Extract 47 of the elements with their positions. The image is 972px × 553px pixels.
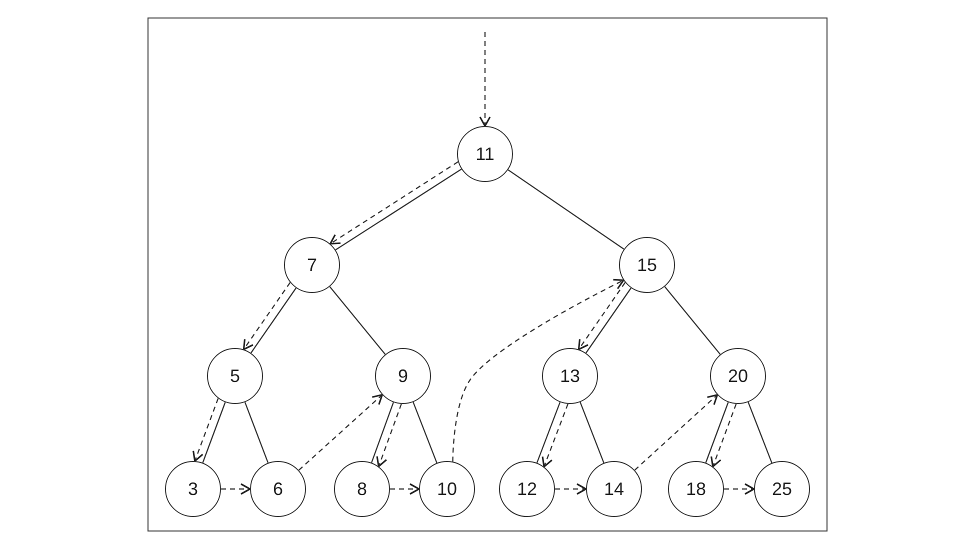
node-value: 3 (188, 478, 198, 500)
tree-edge (664, 286, 721, 355)
traversal-arrow (634, 394, 718, 471)
tree-edge (580, 402, 604, 464)
node-value: 7 (306, 254, 317, 276)
traversal-arrow (479, 32, 491, 127)
node-value: 20 (728, 366, 748, 386)
node-value: 8 (356, 478, 367, 500)
tree-edge (585, 288, 632, 354)
tree-edge (370, 402, 394, 463)
node-value: 5 (230, 366, 240, 386)
node-value: 15 (636, 254, 658, 276)
node-value: 10 (436, 478, 458, 500)
traversal-arrow (298, 394, 384, 471)
traversal-arrow (329, 161, 458, 245)
tree-edge (508, 169, 624, 250)
traversal-arrow (221, 483, 251, 495)
traversal-arrow (376, 404, 402, 468)
tree-edge (329, 286, 386, 355)
traversal-arrow (542, 404, 568, 468)
traversal-arrow (192, 398, 219, 462)
traversal-arrow (710, 404, 737, 468)
node-value: 13 (560, 366, 580, 386)
traversal-arrow (555, 483, 587, 495)
traversal-arrow (242, 282, 291, 350)
node-value: 6 (272, 478, 283, 500)
traversal-arrow (452, 278, 624, 462)
tree-node-circle (710, 348, 766, 404)
tree-edge (244, 402, 269, 464)
traversal-arrow (390, 483, 420, 495)
node-value: 18 (686, 478, 706, 500)
node-value: 11 (476, 144, 494, 164)
node-value: 12 (516, 478, 538, 500)
node-value: 9 (398, 366, 408, 386)
traversal-arrow (724, 483, 755, 495)
tree-edge (748, 402, 772, 464)
tree-edge (335, 168, 462, 250)
tree-node-circle (284, 237, 340, 293)
tree-edge (705, 402, 729, 463)
tree-edge (202, 402, 226, 463)
tree-edge (536, 402, 561, 464)
tree-edge (250, 288, 297, 354)
traversal-arrow (578, 282, 626, 350)
node-value: 14 (604, 478, 624, 500)
tree-edge (412, 402, 438, 464)
tree-node-circle (375, 348, 431, 404)
node-value: 25 (772, 478, 792, 500)
